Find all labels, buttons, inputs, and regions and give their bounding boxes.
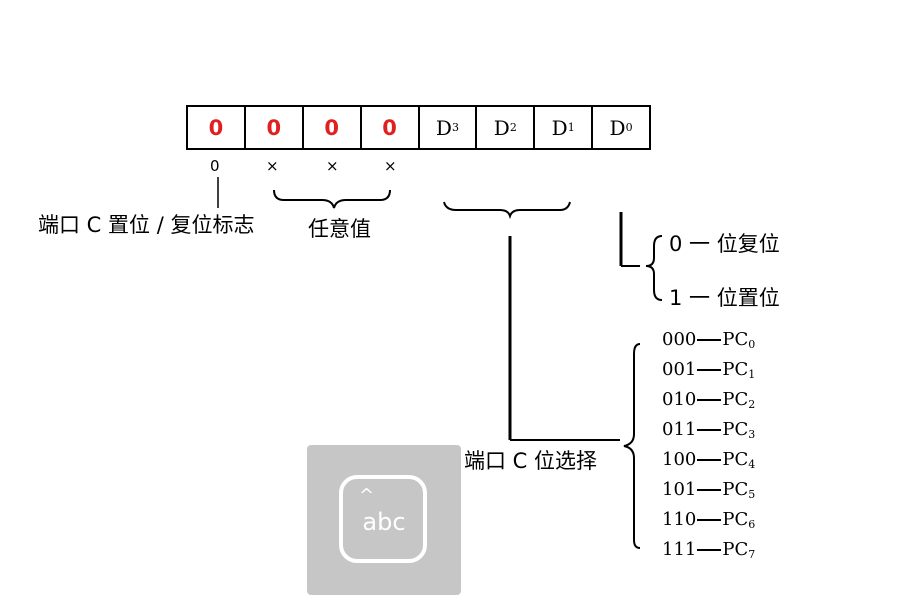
bit-4: 0 xyxy=(362,107,420,148)
reset-label: 0 一 位复位 xyxy=(669,232,780,256)
arbitrary-label: 任意值 xyxy=(308,217,371,241)
mark-bit-4: × xyxy=(384,157,397,175)
mark-bit-6: × xyxy=(266,157,279,175)
keyboard-text: abc xyxy=(362,508,406,536)
caret-icon: ^ xyxy=(359,485,375,506)
flag-label: 端口 C 置位 / 复位标志 xyxy=(38,213,255,237)
keyboard-abc-icon xyxy=(339,475,427,563)
bit-5: 0 xyxy=(304,107,362,148)
keyboard-overlay-button[interactable]: ^ abc xyxy=(307,445,461,595)
bit-6: 0 xyxy=(246,107,304,148)
mark-bit-7: 0 xyxy=(210,157,220,175)
bit-7: 0 xyxy=(188,107,246,148)
set-label: 1 一 位置位 xyxy=(669,286,780,310)
bit-select-label: 端口 C 位选择 xyxy=(464,449,598,473)
mark-bit-5: × xyxy=(326,157,339,175)
